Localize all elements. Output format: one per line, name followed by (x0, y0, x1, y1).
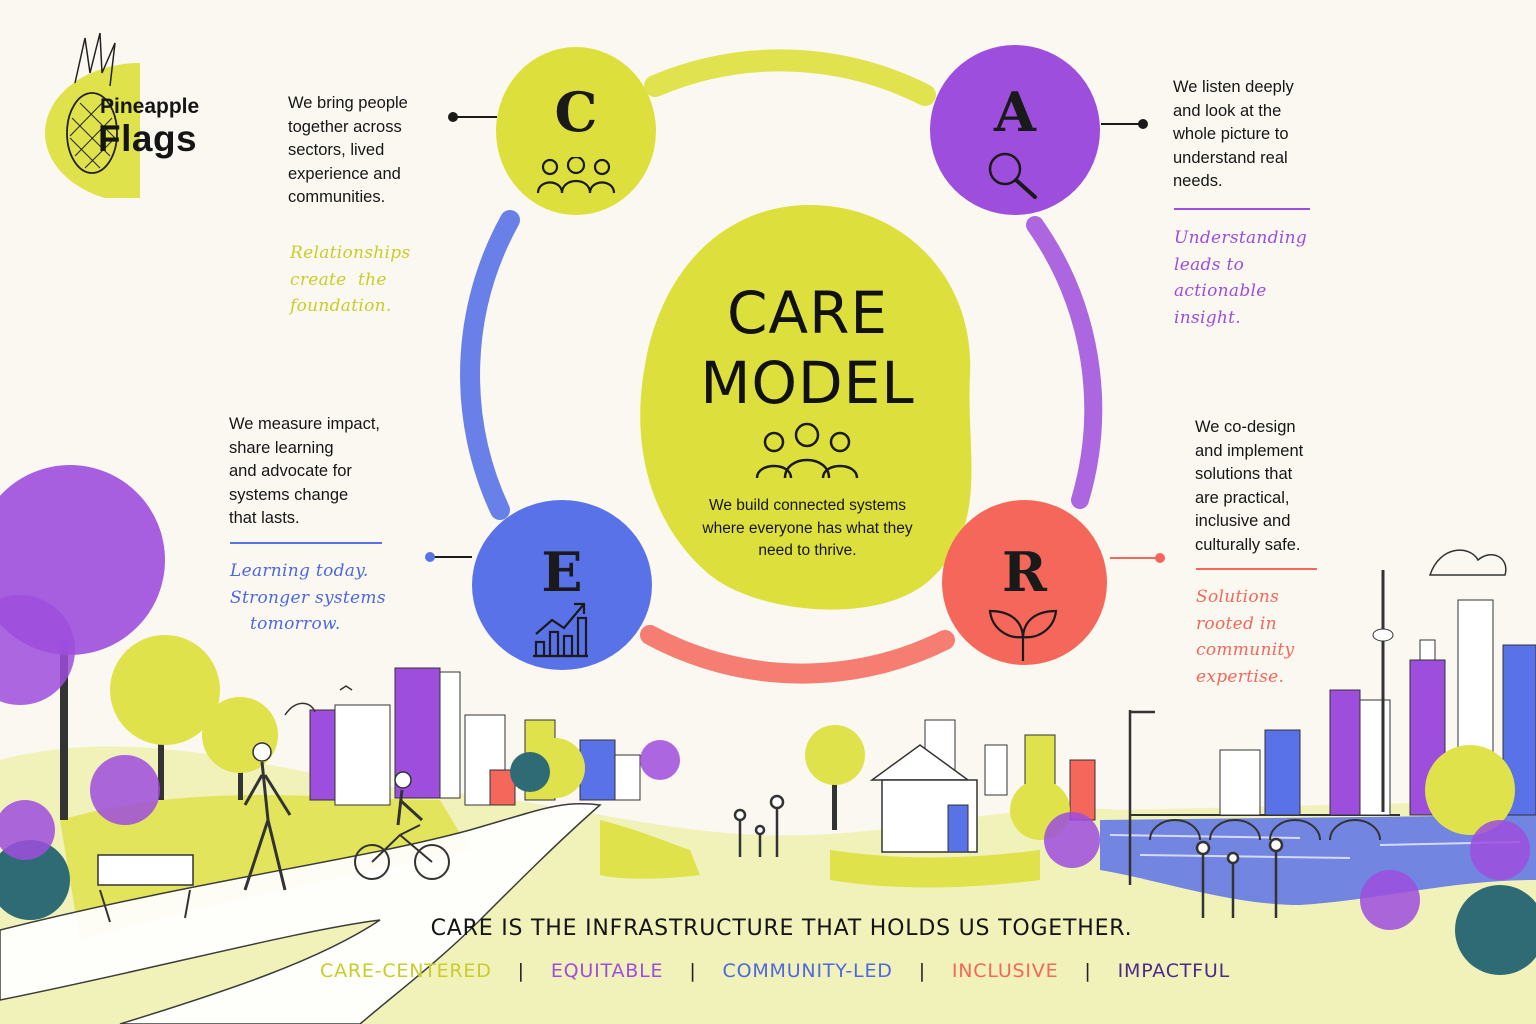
pillar-c-tagline: Relationships create the foundation. (290, 243, 411, 316)
pillar-e-letter: E (541, 540, 583, 604)
pillar-c-letter: C (554, 80, 598, 144)
value-care-centered: CARE-CENTERED (320, 960, 492, 982)
values-row: CARE-CENTERED|EQUITABLE|COMMUNITY-LED|IN… (320, 960, 1230, 982)
center-blob (640, 205, 972, 610)
magnifier-icon (988, 152, 1037, 199)
pillar-r-tagline: Solutions rooted in community expertise. (1196, 587, 1295, 687)
pillar-e-circle (472, 500, 652, 670)
center-title-line2: MODEL (700, 349, 915, 417)
center-subtitle: We build connected systems where everyon… (702, 497, 913, 559)
value-inclusive: INCLUSIVE (951, 960, 1059, 982)
pillar-a-letter: A (994, 80, 1036, 144)
community-people-icon (755, 422, 859, 479)
center-title-line1: CARE (726, 279, 889, 347)
pillar-a-description: We listen deeply and look at the whole p… (1173, 78, 1294, 190)
center-title: CARE MODEL (640, 278, 975, 418)
value-equitable: EQUITABLE (550, 960, 664, 982)
pillar-c-description: We bring people together across sectors,… (288, 94, 408, 206)
pillar-r-description: We co-design and implement solutions tha… (1195, 418, 1304, 554)
pillar-e-description: We measure impact, share learning and ad… (229, 415, 380, 527)
pillar-c-circle (496, 47, 656, 215)
growth-chart-icon (533, 602, 588, 658)
pineapple-logo-icon (45, 32, 140, 198)
people-group-icon (536, 157, 616, 194)
value-community-led: COMMUNITY-LED (722, 960, 893, 982)
pillar-e-tagline: Learning today. Stronger systems tomorro… (230, 561, 386, 634)
leaf-sprout-icon (988, 609, 1058, 661)
logo-name-line2: Flags (98, 118, 198, 159)
value-impactful: IMPACTFUL (1117, 960, 1230, 982)
pillar-a-circle (930, 45, 1100, 215)
pillar-a-tagline: Understanding leads to actionable insigh… (1174, 228, 1308, 328)
footer-tagline: CARE IS THE INFRASTRUCTURE THAT HOLDS US… (430, 916, 1133, 941)
logo-name-line1: Pineapple (100, 95, 200, 118)
pillar-r-letter: R (1002, 540, 1047, 604)
